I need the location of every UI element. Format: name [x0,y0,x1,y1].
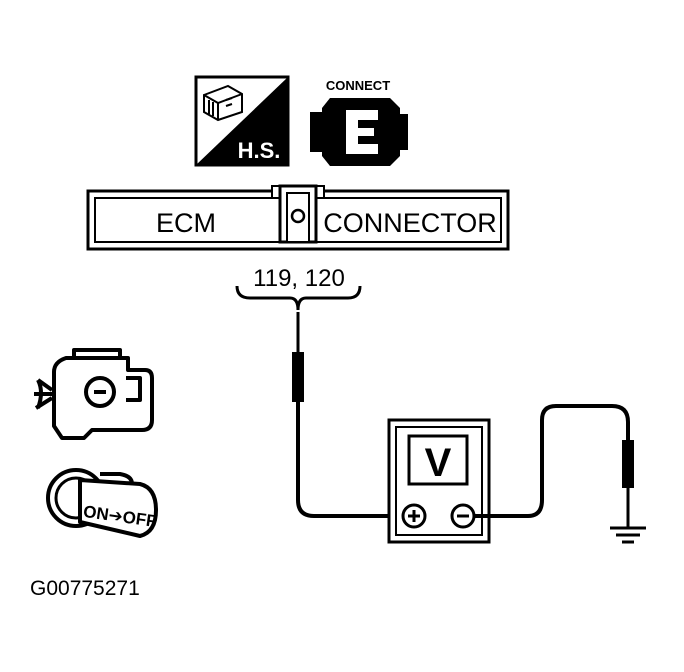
ecm-connector-bar [86,184,510,251]
meter-v-label: V [425,441,452,485]
engine-icon [34,348,154,440]
connect-label: CONNECT [326,78,390,93]
test-probe [292,312,304,500]
terminal-circle [290,208,306,224]
ignition-key-icon [46,468,158,538]
terminal-numbers-label: 119, 120 [253,265,345,292]
connector-label: CONNECTOR [323,208,497,238]
hs-label: H.S. [238,138,281,163]
terminal-bracket [235,285,362,311]
positive-lead-wire [296,499,398,518]
connector-plug-icon [310,98,408,166]
hs-harness-icon: H.S. [194,75,290,167]
figure-id: G00775271 [30,577,140,600]
negative-lead-wire [474,404,630,518]
ground-symbol-icon [610,488,646,544]
ground-probe [622,440,634,488]
ecm-label: ECM [156,208,216,238]
